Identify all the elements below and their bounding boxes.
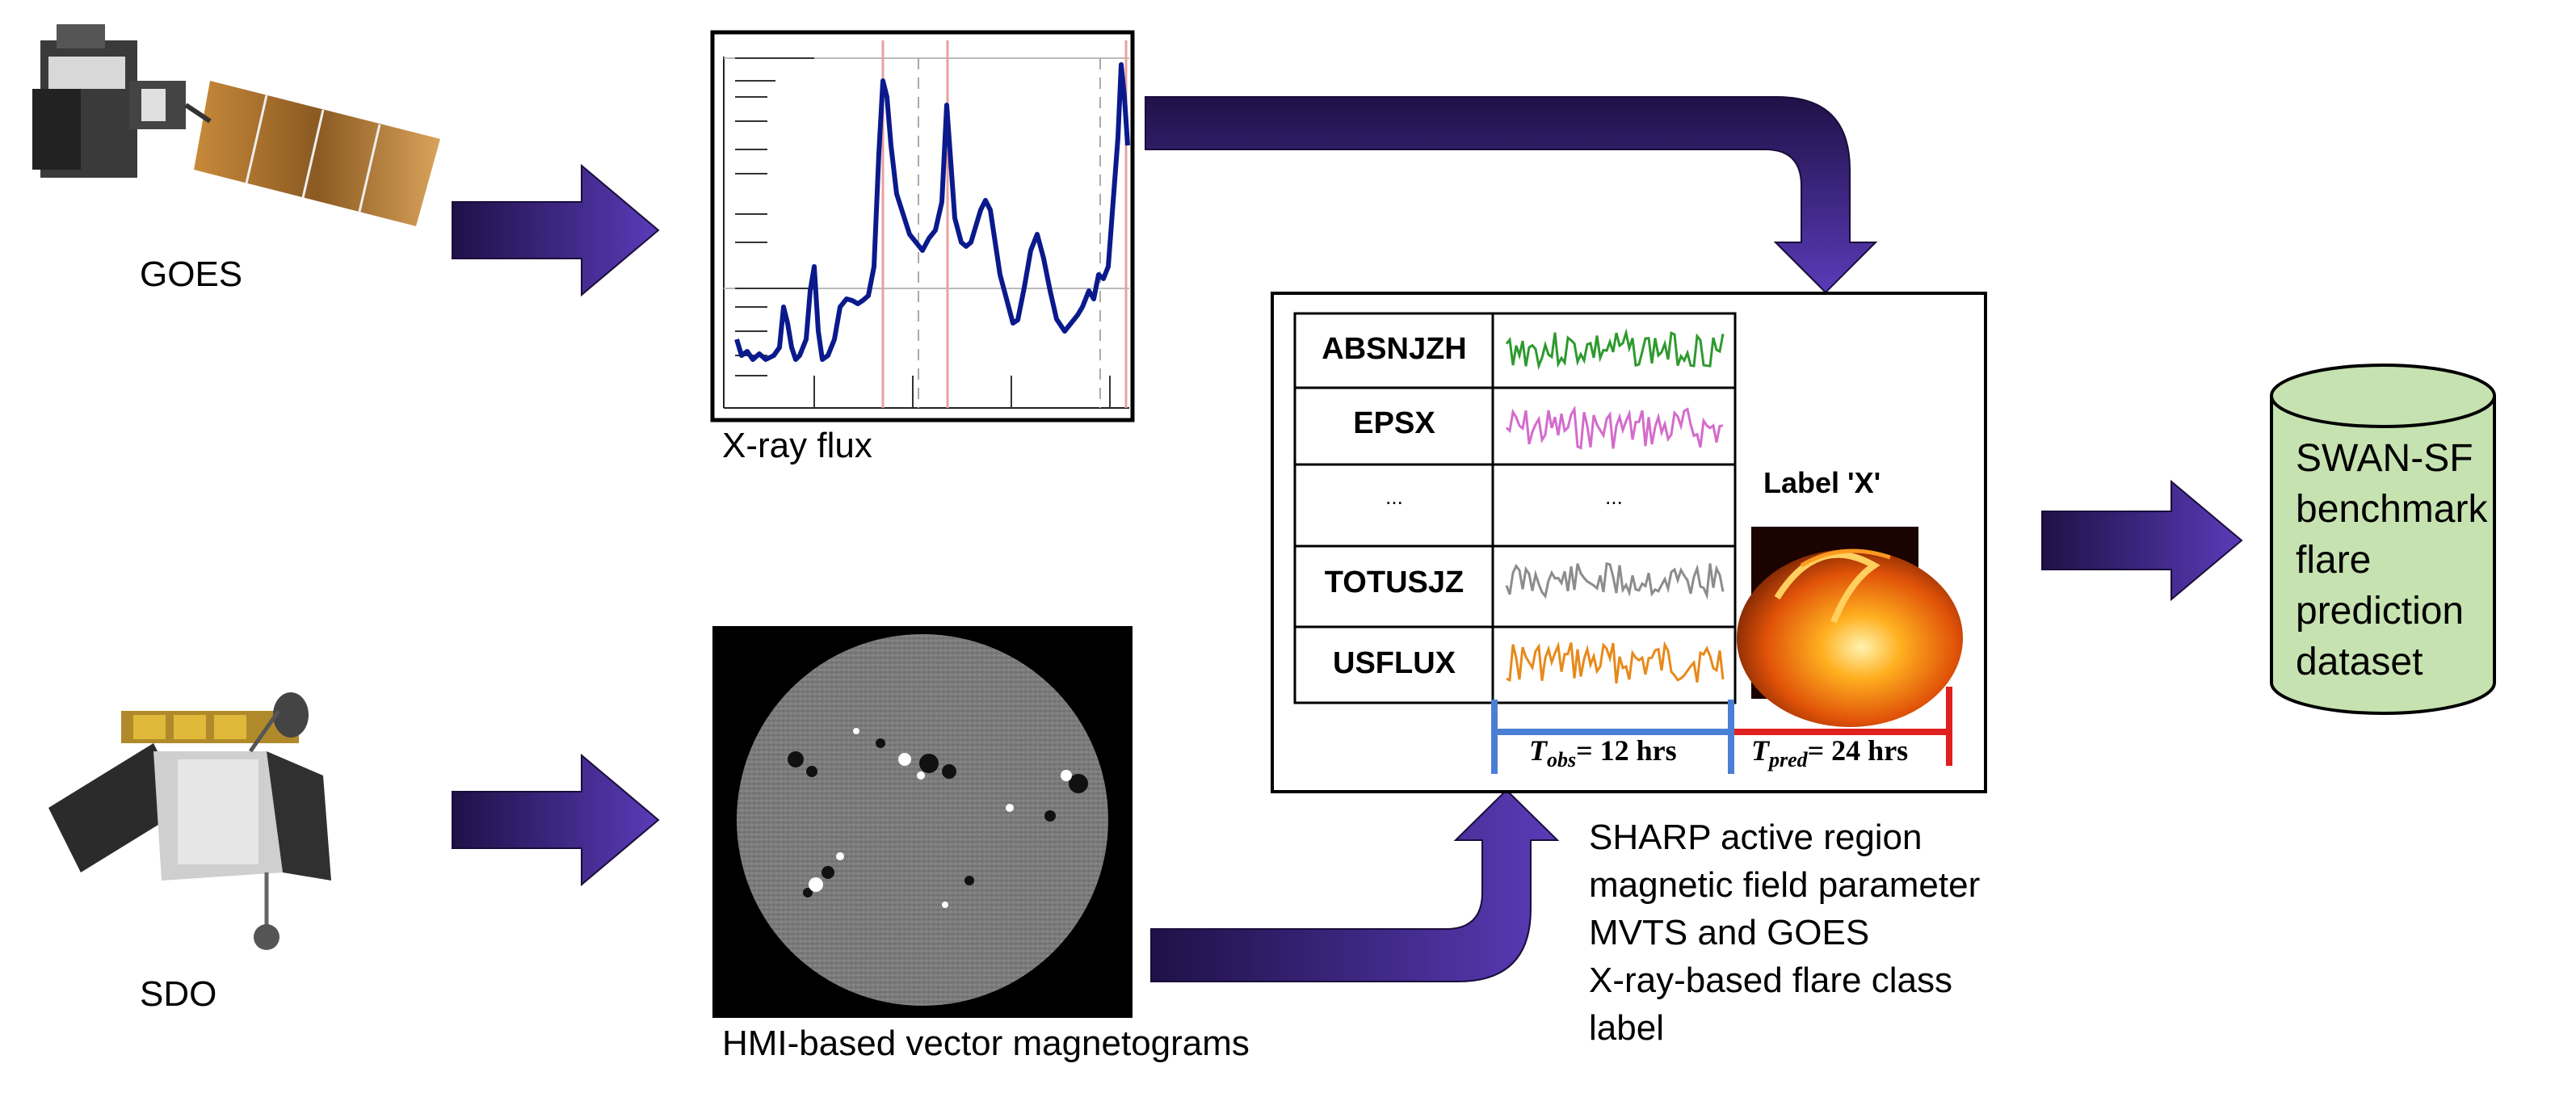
sharp-caption-line-5: label	[1589, 1008, 1664, 1048]
goes-to-xray-arrow	[452, 163, 660, 297]
magnetogram-caption: HMI-based vector magnetograms	[722, 1024, 1250, 1063]
t-obs-symbol: T	[1529, 734, 1547, 767]
hmi-magnetogram-image	[712, 626, 1133, 1018]
t-obs-value: = 12 hrs	[1576, 734, 1677, 767]
param-label-ellipsis: ...	[1385, 485, 1403, 509]
param-label-absnjzh: ABSNJZH	[1322, 332, 1467, 366]
dataset-line-4: prediction	[2296, 590, 2465, 633]
dataset-line-5: dataset	[2296, 641, 2423, 683]
parameter-table	[1293, 312, 1737, 704]
series-ellipsis: ...	[1605, 485, 1623, 509]
series-absnjzh	[1505, 328, 1725, 371]
label-x-title: Label 'X'	[1763, 466, 1881, 499]
t-pred-label: Tpred= 24 hrs	[1751, 734, 1908, 773]
goes-satellite-icon	[32, 24, 440, 226]
dataset-cylinder	[2270, 364, 2496, 715]
prediction-window-bar	[1734, 687, 1952, 766]
param-label-totusjz: TOTUSJZ	[1324, 565, 1464, 599]
sdo-label: SDO	[140, 974, 217, 1014]
t-obs-label: Tobs= 12 hrs	[1529, 734, 1677, 773]
series-totusjz	[1505, 561, 1725, 600]
t-pred-symbol: T	[1751, 734, 1769, 767]
param-label-usflux: USFLUX	[1333, 646, 1456, 680]
t-pred-subscript: pred	[1769, 748, 1808, 772]
sdo-to-magnetogram-arrow	[452, 753, 660, 887]
sharp-caption-line-1: SHARP active region	[1589, 818, 1923, 857]
observation-window-bar	[1491, 700, 1734, 774]
sharp-caption: SHARP active region magnetic field param…	[1589, 813, 1980, 1052]
panel-to-dataset-arrow	[2041, 479, 2243, 602]
sharp-caption-line-3: MVTS and GOES	[1589, 913, 1870, 952]
dataset-line-3: flare	[2296, 539, 2372, 582]
param-label-epsx: EPSX	[1353, 406, 1435, 440]
sdo-satellite-icon	[48, 692, 331, 950]
sharp-caption-line-2: magnetic field parameter	[1589, 865, 1981, 905]
series-usflux	[1506, 641, 1725, 684]
t-obs-subscript: obs	[1547, 748, 1577, 772]
solar-flare-image	[1737, 527, 1963, 727]
xray-to-panel-arrow	[1145, 96, 1878, 294]
magnetogram-to-panel-arrow	[1150, 788, 1560, 982]
dataset-line-1: SWAN-SF	[2296, 437, 2473, 480]
xray-flux-plot	[710, 30, 1135, 422]
series-epsx	[1505, 405, 1724, 450]
goes-label: GOES	[140, 254, 243, 294]
dataset-label: SWAN-SF benchmark flare prediction datas…	[2296, 433, 2487, 687]
xray-caption: X-ray flux	[722, 426, 872, 465]
dataset-line-2: benchmark	[2296, 488, 2488, 531]
t-pred-value: = 24 hrs	[1807, 734, 1909, 767]
sharp-caption-line-4: X-ray-based flare class	[1589, 961, 1952, 1000]
